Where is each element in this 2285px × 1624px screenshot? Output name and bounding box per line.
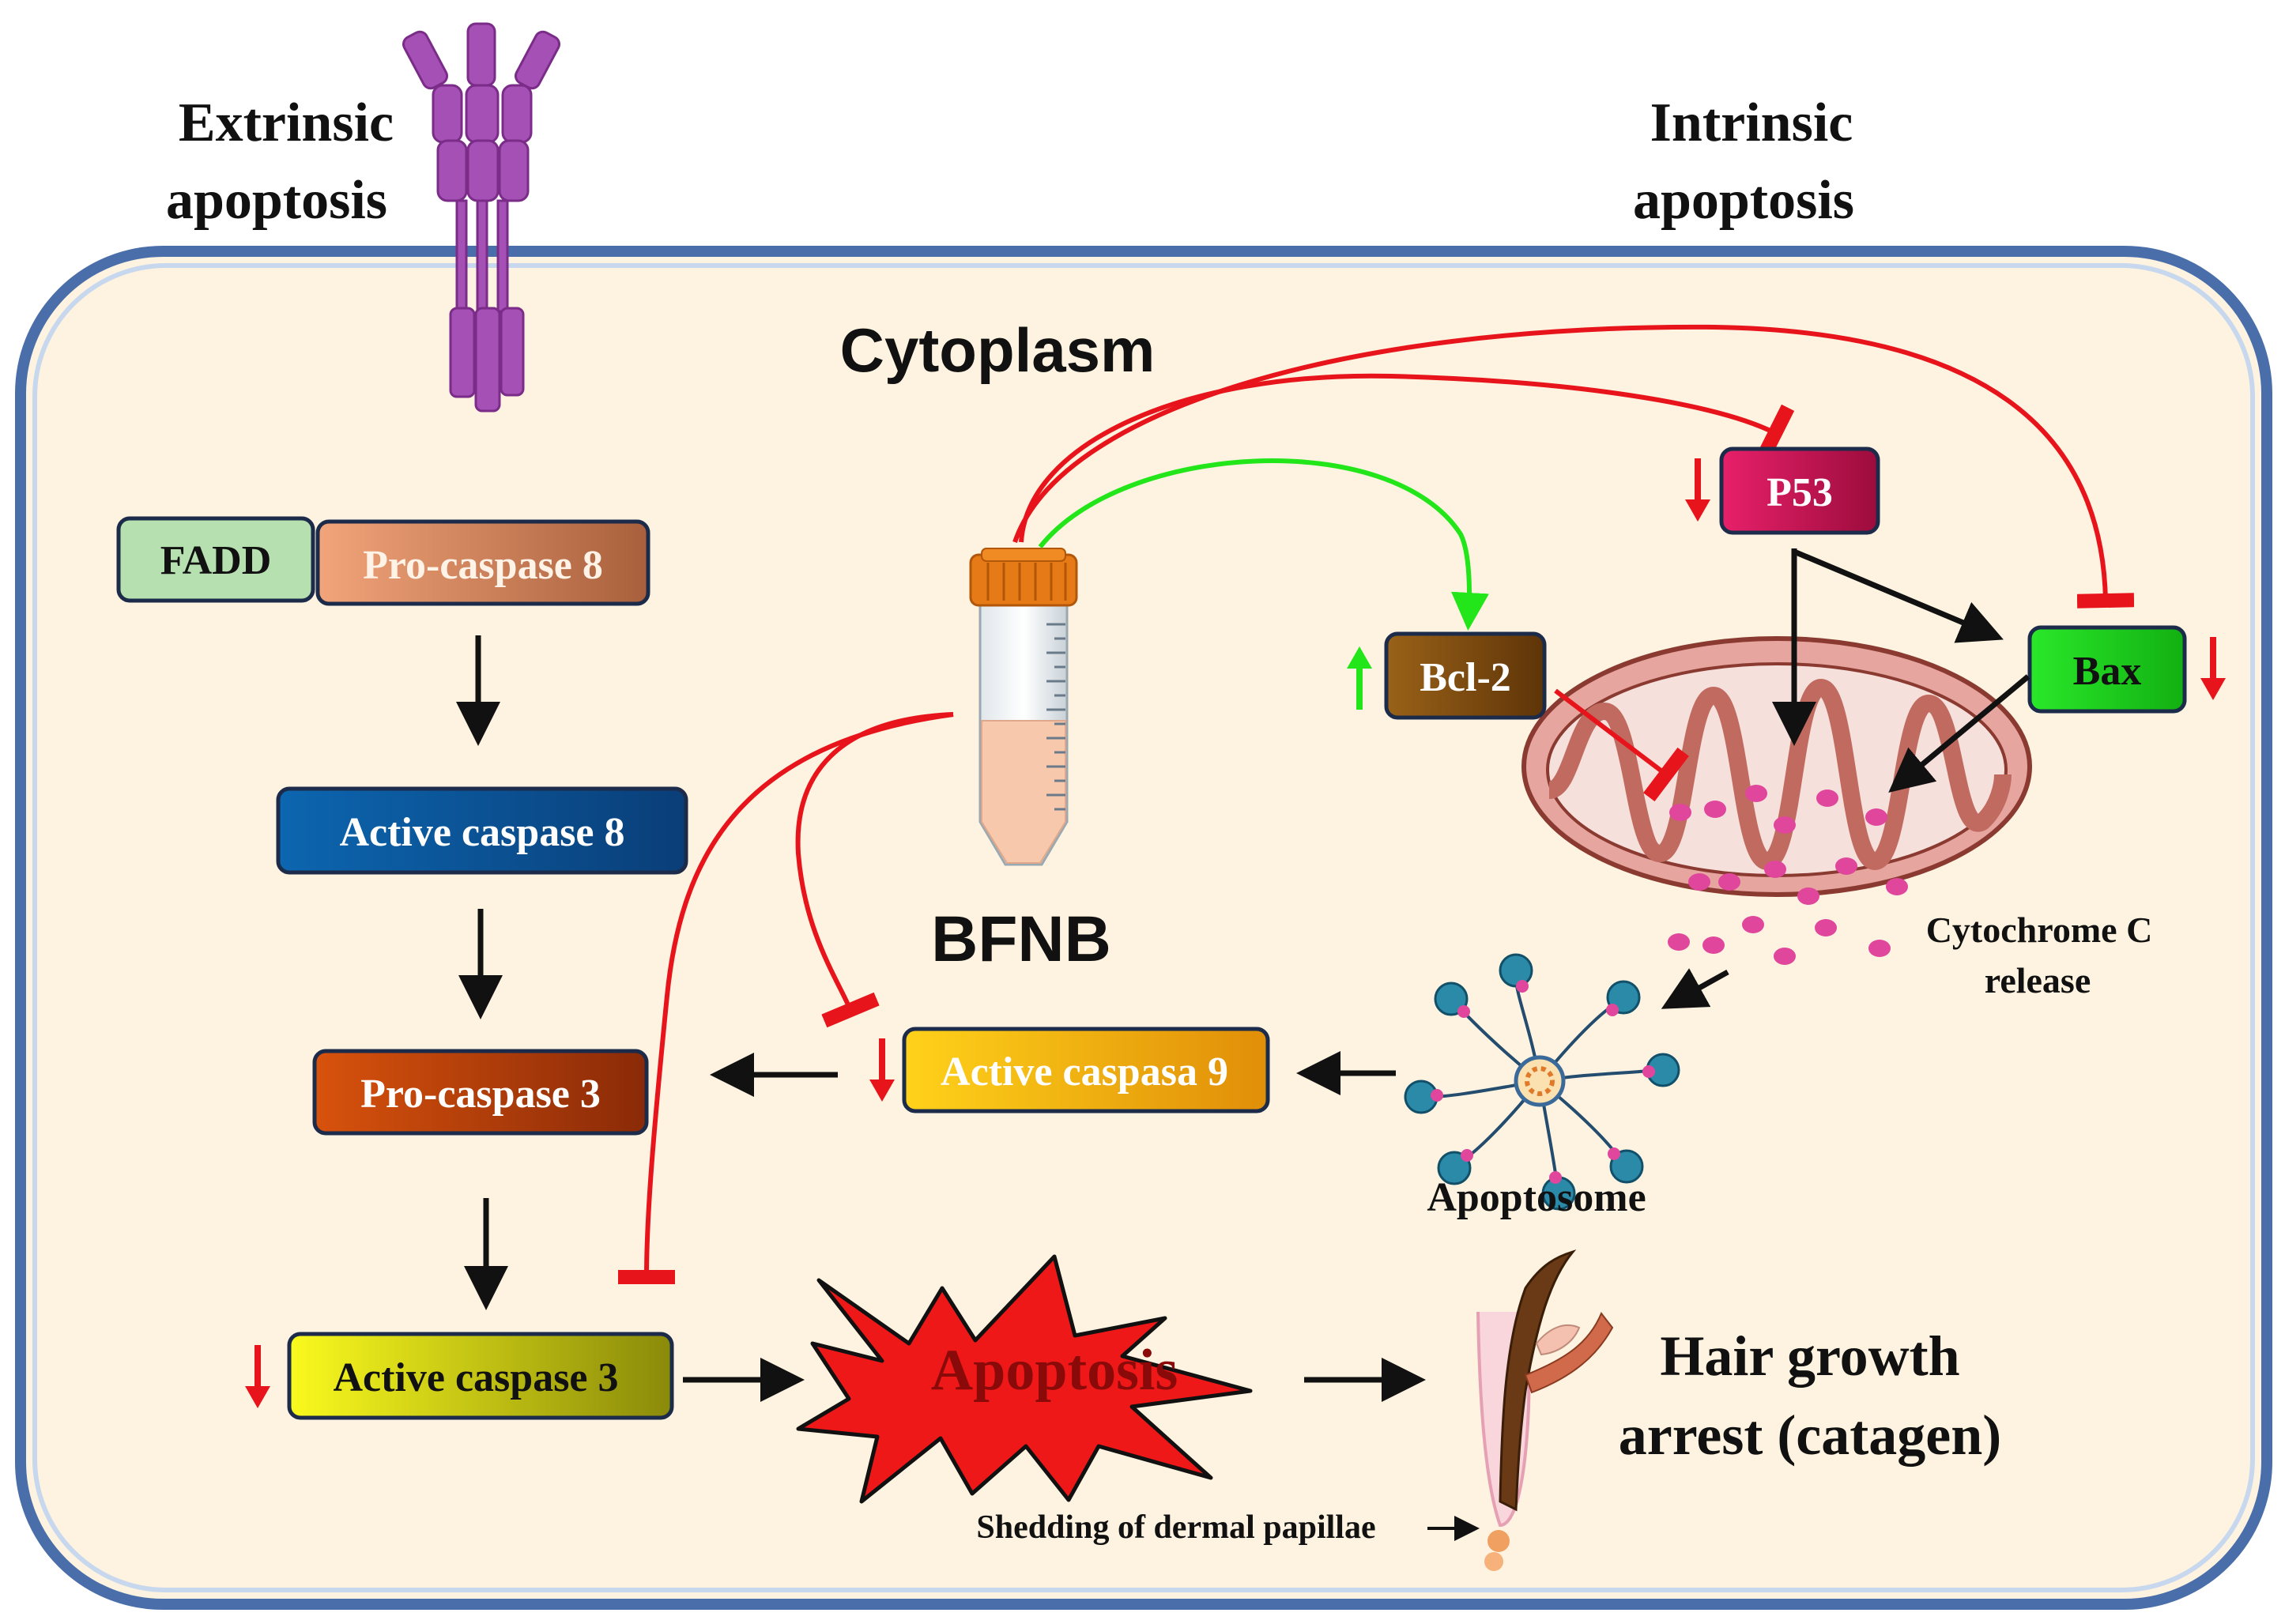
intrinsic-arrows — [1554, 548, 2030, 1009]
shedding-label: Shedding of dermal papillae — [976, 1509, 1375, 1546]
p53-label: P53 — [1767, 470, 1833, 515]
active-caspasa-9-down-arrow-icon — [869, 1038, 895, 1102]
apoptosis-burst-icon: Apoptosis — [796, 1254, 1253, 1504]
pro-caspase-3-box: Pro-caspase 3 — [312, 1049, 649, 1136]
p53-box: P53 — [1719, 447, 1880, 535]
death-receptor-icon — [402, 22, 561, 413]
bcl2-up-arrow-icon — [1347, 646, 1372, 710]
bax-box: Bax — [2027, 625, 2187, 714]
inhibit-p53 — [1019, 373, 1795, 543]
extrinsic-arrows — [456, 635, 508, 1310]
pro-caspase-3-label: Pro-caspase 3 — [360, 1072, 601, 1117]
bax-down-arrow-icon — [2200, 637, 2226, 700]
fadd-label: FADD — [160, 538, 272, 583]
bfnb-regulation-lines — [617, 324, 2135, 1285]
p53-down-arrow-icon — [1685, 458, 1710, 522]
intrinsic-heading-line2: apoptosis — [1633, 170, 1854, 231]
hair-label-line1: Hair growth — [1660, 1324, 1959, 1388]
active-caspase-3-down-arrow-icon — [245, 1345, 270, 1408]
fadd-box: FADD — [116, 516, 315, 603]
pro-caspase-8-label: Pro-caspase 8 — [363, 543, 603, 588]
regulation-arrows — [245, 458, 2226, 1408]
active-caspase-8-box: Active caspase 8 — [276, 786, 688, 875]
cell-membrane-inner — [32, 263, 2255, 1592]
cytochrome-c-label-line1: Cytochrome C — [1926, 910, 2153, 950]
bcl2-box: Bcl-2 — [1384, 631, 1547, 720]
intrinsic-heading-line1: Intrinsic — [1650, 92, 1853, 153]
mitochondrion-icon — [1521, 636, 2032, 897]
activate-bcl2 — [1038, 458, 1489, 631]
apoptosome-label: Apoptosome — [1427, 1175, 1646, 1220]
bax-label: Bax — [2073, 649, 2142, 694]
cytoplasm-label: Cytoplasm — [840, 315, 1156, 385]
extrinsic-heading-line2: apoptosis — [166, 170, 387, 231]
bax-to-mitochondria — [1888, 674, 2030, 793]
inhibit-caspase-3 — [617, 712, 954, 1285]
bfnb-label: BFNB — [931, 903, 1111, 975]
bcl2-inhibits-mitochondria — [1554, 688, 1689, 802]
hair-label-line2: arrest (catagen) — [1619, 1404, 2001, 1467]
cytochrome-c-label-line2: release — [1985, 960, 2091, 1000]
p53-to-bax — [1793, 548, 2004, 643]
active-caspase-3-box: Active caspase 3 — [287, 1332, 674, 1420]
cytochrome-to-apoptosome — [1661, 968, 1729, 1009]
cytochrome-c-dots — [1668, 785, 1908, 965]
active-caspase-3-label: Active caspase 3 — [333, 1355, 618, 1400]
bfnb-tube-icon — [969, 548, 1078, 866]
apoptosome-icon — [1404, 953, 1680, 1211]
pro-caspase-8-box: Pro-caspase 8 — [315, 519, 650, 606]
bcl2-label: Bcl-2 — [1420, 655, 1511, 700]
extrinsic-heading-line1: Extrinsic — [179, 92, 394, 153]
active-caspasa-9-label: Active caspasa 9 — [941, 1049, 1228, 1095]
active-caspase-8-label: Active caspase 8 — [339, 810, 624, 855]
hair-follicle-icon — [1476, 1249, 1614, 1571]
active-caspasa-9-box: Active caspasa 9 — [902, 1027, 1270, 1113]
inhibit-bax — [1012, 324, 2135, 609]
apoptosis-label: Apoptosis — [931, 1338, 1178, 1403]
